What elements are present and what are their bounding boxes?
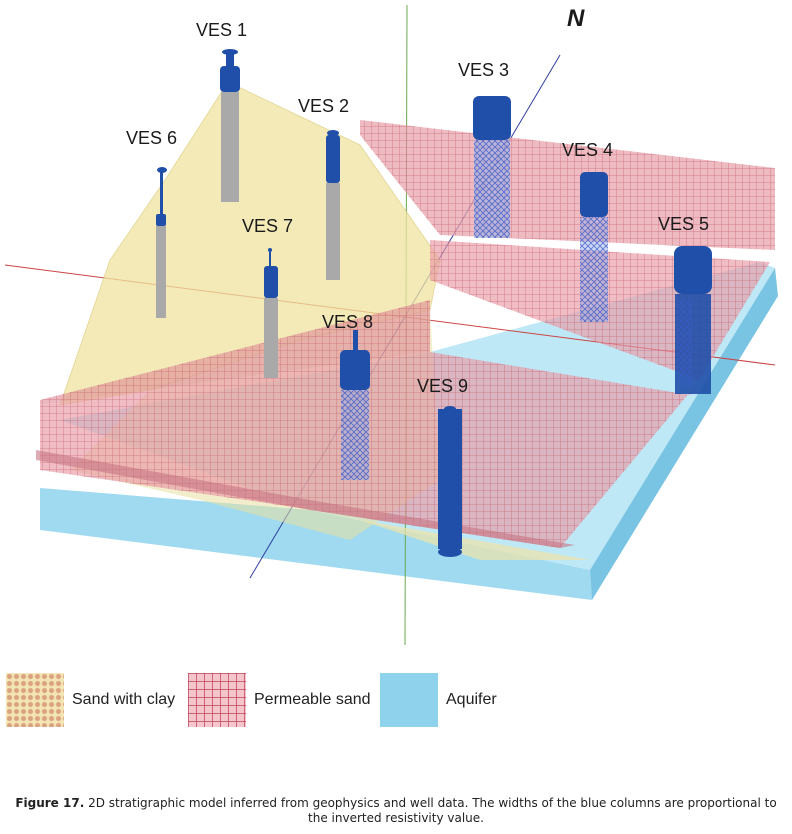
permeable-sand-swatch — [188, 673, 246, 727]
ves-7-label: VES 7 — [242, 216, 293, 236]
legend-item-sand-clay: Sand with clay — [6, 672, 175, 728]
ves-2-label: VES 2 — [298, 96, 349, 116]
ves-7-column — [264, 248, 278, 378]
stratigraphic-model-3d: N — [4, 4, 778, 646]
legend-item-aquifer: Aquifer — [380, 672, 497, 728]
figure-caption: Figure 17. 2D stratigraphic model inferr… — [4, 796, 788, 826]
caption-text: 2D stratigraphic model inferred from geo… — [84, 796, 777, 825]
ves-3-column — [473, 96, 511, 238]
north-label: N — [567, 5, 585, 32]
legend-label-aquifer: Aquifer — [446, 691, 497, 708]
ves-4-label: VES 4 — [562, 140, 613, 160]
ves-6-column — [156, 167, 167, 318]
ves-1-column — [220, 49, 240, 202]
legend-item-permeable-sand: Permeable sand — [188, 672, 371, 728]
legend-label-sand-clay: Sand with clay — [72, 691, 176, 708]
ves-8-column — [340, 330, 370, 480]
ves-3-label: VES 3 — [458, 60, 509, 80]
ves-6-label: VES 6 — [126, 128, 177, 148]
ves-9-column — [438, 406, 462, 557]
legend: Sand with clay Permeable sand Aquifer — [0, 672, 792, 732]
figure-number: Figure 17. — [15, 796, 85, 810]
ves-1-label: VES 1 — [196, 20, 247, 40]
ves-8-label: VES 8 — [322, 312, 373, 332]
sand-clay-swatch — [6, 673, 64, 727]
ves-9-label: VES 9 — [417, 376, 468, 396]
legend-label-permeable-sand: Permeable sand — [254, 691, 371, 708]
ves-4-column — [580, 172, 608, 322]
ves-5-label: VES 5 — [658, 214, 709, 234]
ves-2-column — [326, 130, 340, 280]
aquifer-swatch — [380, 673, 438, 727]
ves-5-column — [674, 246, 712, 394]
